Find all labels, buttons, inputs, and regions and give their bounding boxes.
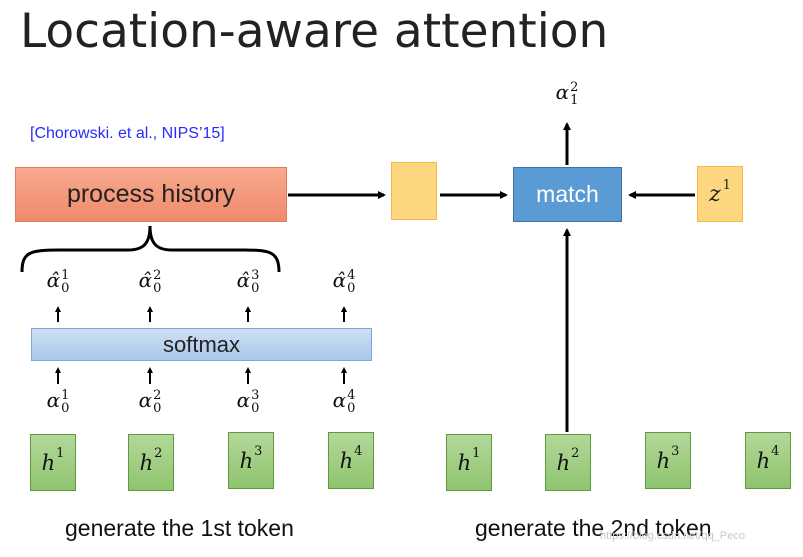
- z-superscript: 1: [722, 177, 731, 193]
- caption-first-token: generate the 1st token: [65, 515, 294, 541]
- watermark: https://blog.csdn.net/qq_Peco: [600, 530, 745, 542]
- attention-state-box: [391, 162, 437, 220]
- match-box: match: [513, 167, 622, 222]
- caption-second-token: generate the 2nd token: [475, 515, 712, 541]
- process-history-box: process history: [15, 167, 287, 222]
- citation: [Chorowski. et al., NIPS’15]: [30, 125, 225, 142]
- slide-title: Location-aware attention: [20, 4, 609, 59]
- curly-brace: [20, 225, 281, 273]
- softmax-box: softmax: [31, 328, 372, 361]
- z-symbol: z: [709, 181, 721, 207]
